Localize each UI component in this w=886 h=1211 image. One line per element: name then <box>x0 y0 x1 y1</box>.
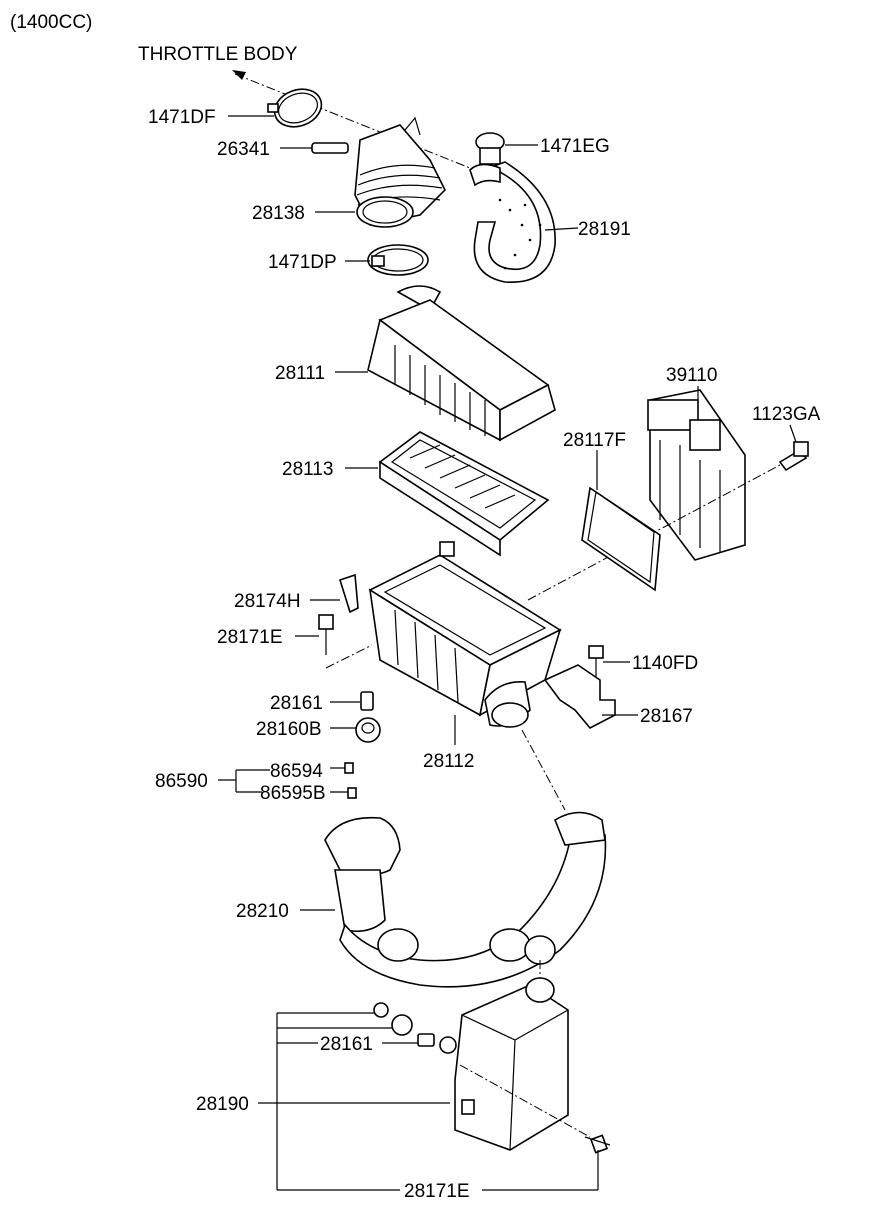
label-28117f: 28117F <box>563 430 626 451</box>
label-28210: 28210 <box>236 901 289 922</box>
label-26341: 26341 <box>217 139 270 160</box>
label-28160b: 28160B <box>256 719 322 740</box>
label-86595b: 86595B <box>260 783 326 804</box>
resonator-small-parts <box>373 1002 435 1047</box>
grommet-28160b <box>355 717 381 743</box>
label-28138: 28138 <box>252 203 305 224</box>
duct-dashed-line <box>521 729 566 811</box>
ecm-39110 <box>647 389 746 561</box>
label-1123ga: 1123GA <box>752 404 821 425</box>
label-1471df: 1471DF <box>148 107 216 128</box>
bolt-1123ga <box>778 441 809 472</box>
label-28191: 28191 <box>578 219 631 240</box>
engine-size-label: (1400CC) <box>10 12 92 33</box>
ecm-bracket-28117f <box>581 486 661 592</box>
air-cleaner-cover-28111 <box>367 285 556 442</box>
resonator-28190 <box>439 977 569 1151</box>
label-28112: 28112 <box>423 751 474 772</box>
label-86590: 86590 <box>155 771 208 792</box>
resonator-dashed-line <box>459 1064 591 1138</box>
label-28113: 28113 <box>282 459 333 480</box>
insulator-28161-upper <box>360 691 374 711</box>
bracket-28167 <box>543 664 616 730</box>
label-1471dp: 1471DP <box>268 252 337 273</box>
label-86594: 86594 <box>270 761 323 782</box>
throttle-body-arrow <box>232 70 471 169</box>
small-parts-86594-86595b <box>344 762 357 799</box>
label-28171e-lower: 28171E <box>404 1181 470 1202</box>
label-28111: 28111 <box>275 363 325 384</box>
label-39110: 39110 <box>666 365 717 386</box>
label-28161-upper: 28161 <box>270 693 323 714</box>
bolt-upper-dashed-line <box>325 644 373 669</box>
label-1471eg: 1471EG <box>540 136 610 157</box>
throttle-body-label: THROTTLE BODY <box>138 44 298 65</box>
hose-clamp-1471dp <box>367 244 429 276</box>
bolt-28171e-lower <box>584 1134 611 1154</box>
breather-hose-28191 <box>469 161 556 283</box>
clip-28174h <box>339 573 359 614</box>
hose-clamp-1471df <box>267 88 323 128</box>
label-28161-lower: 28161 <box>320 1034 373 1055</box>
intake-duct-28210 <box>324 811 607 988</box>
label-28190: 28190 <box>196 1094 249 1115</box>
filter-element-28113 <box>378 431 550 557</box>
label-28167: 28167 <box>640 706 693 727</box>
air-cleaner-body-28112 <box>368 541 562 728</box>
clip-1471eg <box>475 132 505 165</box>
bolt-28171e-upper <box>318 614 334 655</box>
hose-28138 <box>354 116 446 228</box>
leader-lines <box>218 115 797 1191</box>
label-28171e-upper: 28171E <box>217 627 283 648</box>
label-28174h: 28174H <box>234 591 301 612</box>
label-1140fd: 1140FD <box>632 653 698 674</box>
pin-26341 <box>311 142 349 154</box>
